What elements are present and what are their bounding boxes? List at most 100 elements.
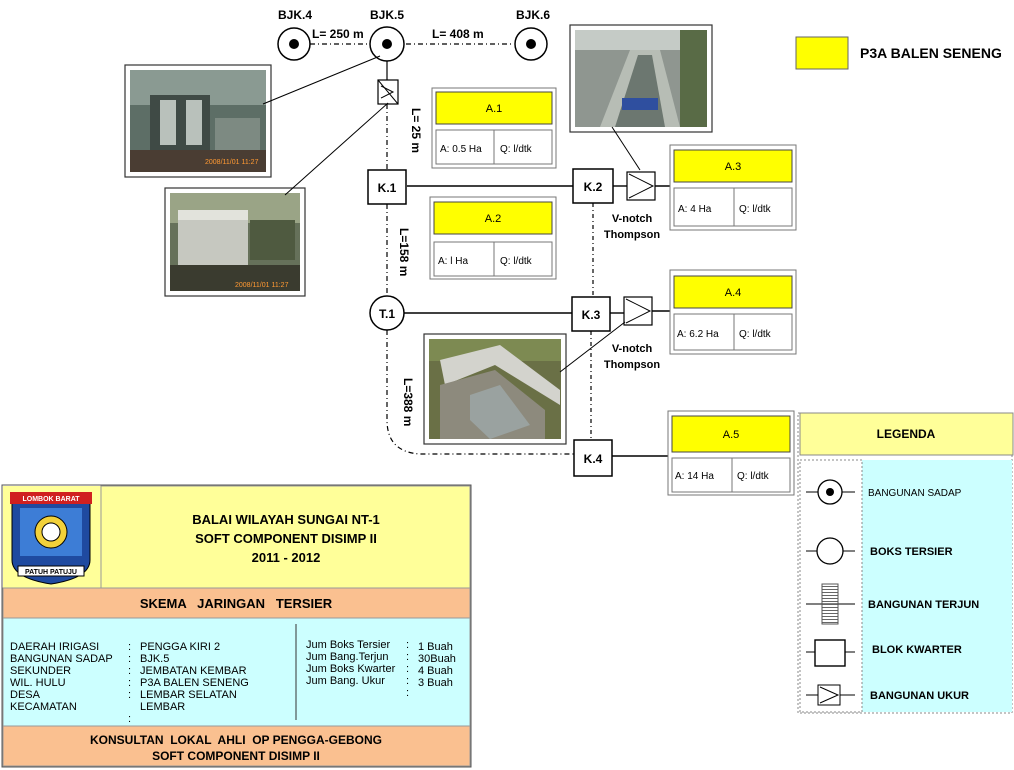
photo-vnotch-channel [569,24,713,133]
block-a1-flow: Q: l/dtk [500,144,533,155]
photo-k3-channel [423,333,567,445]
info-label-1: DAERAH IRIGASI [10,641,99,653]
photo-measuring-pointer [284,102,389,196]
node-bjk5[interactable] [369,26,405,62]
logo-top-text: LOMBOK BARAT [22,496,80,503]
distance-158m: L=158 m [397,228,411,276]
key-swatch [795,36,849,70]
block-a3-name: A.3 [725,161,742,173]
svg-text::: : [406,663,409,675]
node-bjk6[interactable] [514,27,548,61]
box-k2-label: K.2 [584,180,603,194]
info-value-1: PENGGA KIRI 2 [140,641,220,653]
distance-388m: L=388 m [401,378,415,426]
legend-item-boks: BOKS TERSIER [870,546,953,558]
photo-vnotch-pointer [611,126,641,171]
info-value-2: BJK.5 [140,653,169,665]
legend-item-ukur: BANGUNAN UKUR [870,690,969,702]
info-value-6: LEMBAR [140,701,185,713]
block-a5-area: A: 14 Ha [675,471,714,482]
count-value-4: 3 Buah [418,677,453,689]
info-value-4: P3A BALEN SENENG [140,677,249,689]
svg-text::: : [128,677,131,689]
tee-t1[interactable] [369,295,405,331]
svg-text::: : [406,651,409,663]
vnotch-1-label-line2: Thompson [604,229,660,241]
block-a5-flow: Q: l/dtk [737,471,770,482]
svg-text::: : [128,641,131,653]
info-label-6: KECAMATAN [10,701,77,713]
svg-text::: : [128,665,131,677]
node-bjk6-label: BJK.6 [516,8,550,22]
svg-text::: : [128,713,131,725]
key-label: P3A BALEN SENENG [860,45,1002,61]
photo-k3-pointer [559,321,626,373]
block-a2-flow: Q: l/dtk [500,256,533,267]
count-colons: ::: :: [406,639,409,699]
secondary-canal [386,104,575,455]
info-colons: ::: ::: [128,641,131,725]
scheme-title: SKEMA JARINGAN TERSIER [140,596,333,611]
legend: LEGENDA BANGUNAN SADAP BOKS TERSIER BANG… [797,412,1014,714]
info-value-3: JEMBATAN KEMBAR [140,665,247,677]
photo-timestamp-2: 2008/11/01 11:27 [235,282,289,289]
block-a4-flow: Q: l/dtk [739,329,772,340]
count-label-2: Jum Bang.Terjun [306,651,389,663]
info-label-5: DESA [10,689,41,701]
block-a4[interactable]: A.4 A: 6.2 Ha Q: l/dtk [669,269,797,355]
block-a3[interactable]: A.3 A: 4 Ha Q: l/dtk [669,144,797,231]
box-k4-label: K.4 [584,452,603,466]
photo-measuring-box: 2008/11/01 11:27 [164,187,306,297]
footer-line1: KONSULTAN LOKAL AHLI OP PENGGA-GEBONG [90,733,382,747]
measuring-structure-bjk5[interactable] [377,61,399,105]
info-label-3: SEKUNDER [10,665,71,677]
info-label-2: BANGUNAN SADAP [10,653,113,665]
vnotch-2[interactable] [623,296,653,326]
block-a5-name: A.5 [723,429,740,441]
block-a2[interactable]: A.2 A: l Ha Q: l/dtk [429,196,557,280]
vnotch-1[interactable] [626,171,656,201]
legend-item-kwarter: BLOK KWARTER [872,644,962,656]
vnotch-2-label-line2: Thompson [604,359,660,371]
vnotch-1-label-line1: V-notch [612,213,653,225]
block-a4-name: A.4 [725,287,742,299]
heading-line1: BALAI WILAYAH SUNGAI NT-1 [192,512,380,527]
block-a5[interactable]: A.5 A: 14 Ha Q: l/dtk [667,410,795,496]
node-bjk5-label: BJK.5 [370,8,404,22]
photo-timestamp: 2008/11/01 11:27 [205,159,259,166]
block-a3-area: A: 4 Ha [678,204,712,215]
info-label-4: WIL. HULU [10,677,66,689]
legend-title: LEGENDA [877,427,936,441]
distance-25m: L= 25 m [409,108,423,153]
block-a1-area: A: 0.5 Ha [440,144,482,155]
block-a1-name: A.1 [486,103,503,115]
count-label-4: Jum Bang. Ukur [306,675,385,687]
logo-bottom-text: PATUH PATUJU [25,569,77,576]
svg-text::: : [406,687,409,699]
count-value-3: 4 Buah [418,665,453,677]
info-value-5: LEMBAR SELATAN [140,689,237,701]
distance-bjk4-bjk5: L= 250 m [312,27,364,41]
block-a1[interactable]: A.1 A: 0.5 Ha Q: l/dtk [431,87,557,169]
count-value-2: 30Buah [418,653,456,665]
legend-item-terjun: BANGUNAN TERJUN [868,599,979,611]
node-bjk4[interactable] [277,27,311,61]
svg-text::: : [128,653,131,665]
photo-intake-structure: 2008/11/01 11:27 [124,64,272,178]
box-k3-label: K.3 [582,308,601,322]
count-label-1: Jum Boks Tersier [306,639,390,651]
count-label-3: Jum Boks Kwarter [306,663,396,675]
box-k4[interactable] [573,439,613,477]
heading-line3: 2011 - 2012 [252,550,321,565]
heading-line2: SOFT COMPONENT DISIMP II [195,531,377,546]
legend-item-sadap: BANGUNAN SADAP [868,488,962,499]
block-a4-area: A: 6.2 Ha [677,329,719,340]
box-k1[interactable] [367,169,407,205]
svg-text::: : [128,689,131,701]
node-bjk4-label: BJK.4 [278,8,312,22]
title-block: LOMBOK BARAT PATUH PATUJU BALAI WILAYAH … [1,484,472,768]
vnotch-2-label-line1: V-notch [612,343,653,355]
block-a2-name: A.2 [485,213,502,225]
photo-intake-pointer [262,55,381,105]
box-k1-label: K.1 [378,181,397,195]
